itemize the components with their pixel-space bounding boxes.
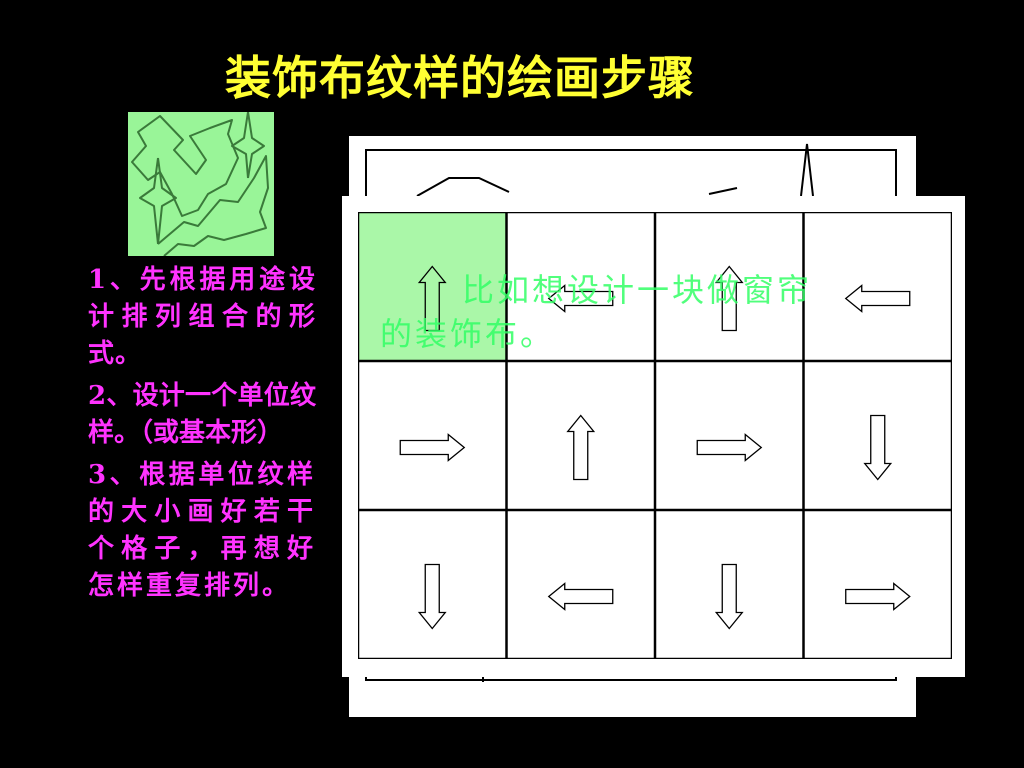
arrow-left-icon (844, 284, 911, 313)
grid-cell (803, 509, 952, 659)
grid-cell (654, 360, 804, 511)
grid-cell (803, 360, 952, 511)
grid-cell (358, 212, 507, 362)
arrow-right-icon (399, 433, 466, 462)
slide-title: 装饰布纹样的绘画步骤 (225, 51, 695, 105)
unit-pattern-motif-icon (128, 112, 274, 256)
grid-cell (506, 509, 656, 659)
step-3: 3、根据单位纹样的大小画好若干个格子，再想好怎样重复排列。 (88, 460, 316, 601)
grid-cell (358, 509, 507, 659)
arrow-up-icon (714, 265, 744, 332)
example-caption: 比如想设计一块做窗帘的装饰布。 (380, 271, 813, 353)
arrow-down-icon (417, 563, 447, 630)
grid-cell (358, 360, 507, 511)
arrow-left-icon (547, 284, 614, 313)
grid-cell (803, 212, 952, 362)
arrow-right-icon (845, 582, 911, 611)
grid-cell (654, 509, 804, 659)
grid-cell (506, 360, 656, 511)
repeat-pattern-grid (358, 212, 952, 659)
arrow-up-icon (417, 265, 447, 332)
arrow-left-icon (547, 582, 614, 611)
arrow-right-icon (696, 433, 763, 462)
arrow-up-icon (566, 414, 596, 481)
steps-list: 1、先根据用途设计排列组合的形式。 2、设计一个单位纹样。（或基本形） 3、根据… (88, 262, 316, 610)
arrow-down-icon (863, 414, 893, 481)
step-2: 2、设计一个单位纹样。（或基本形） (88, 381, 316, 448)
grid-cell (654, 212, 804, 362)
arrow-down-icon (714, 563, 744, 630)
step-1: 1、先根据用途设计排列组合的形式。 (88, 265, 316, 369)
grid-cell (506, 212, 656, 362)
